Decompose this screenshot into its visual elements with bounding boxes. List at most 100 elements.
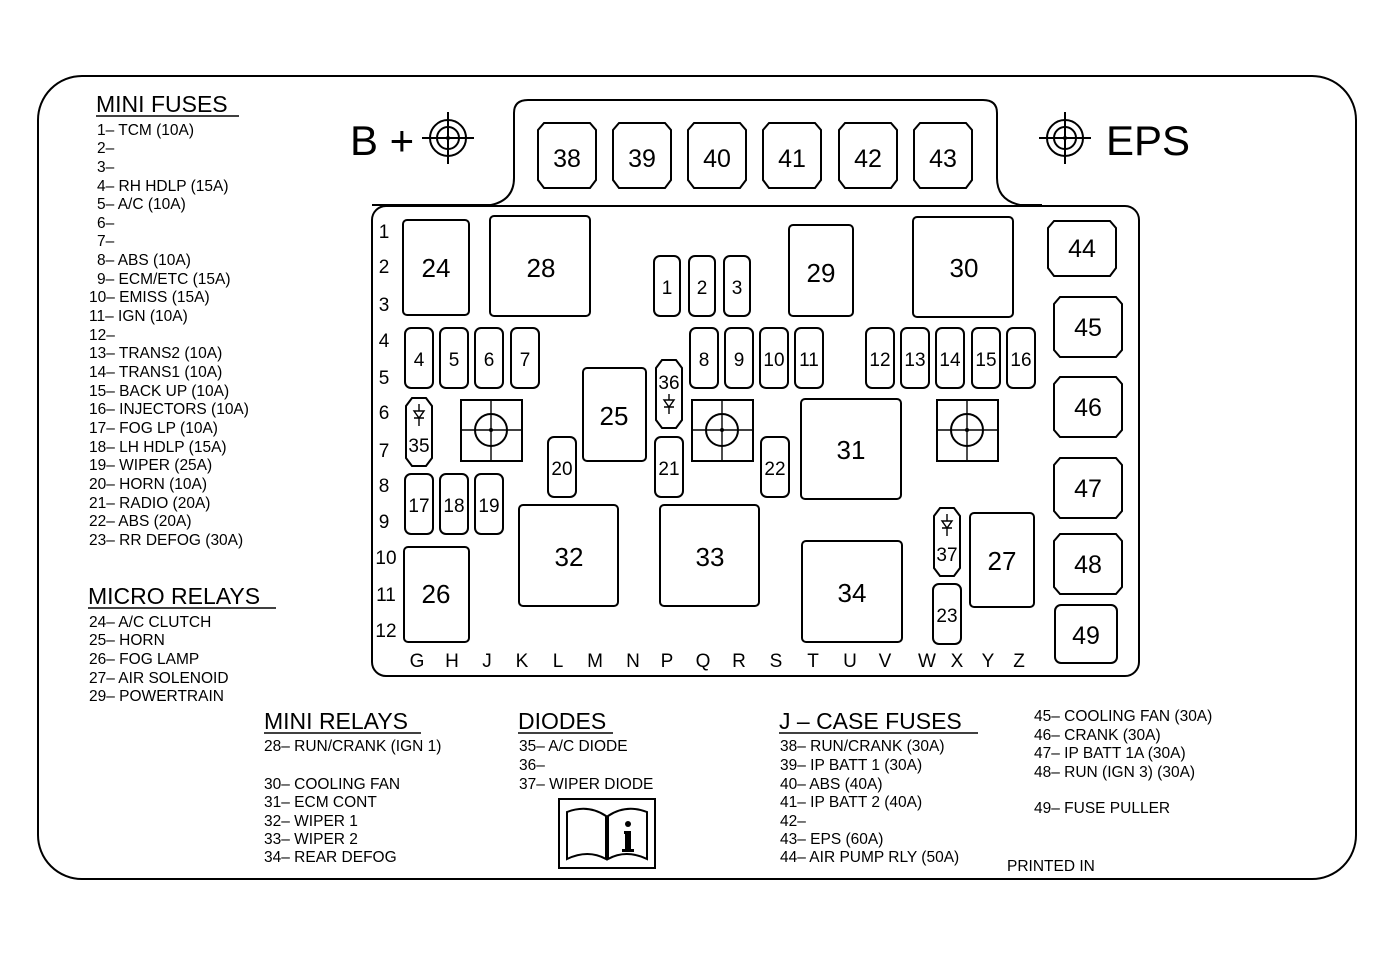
row-label: 10 — [375, 548, 396, 569]
component-20: 20 — [551, 459, 572, 480]
label-outline — [37, 75, 1357, 880]
jcase-tab-outline-right — [513, 99, 1042, 206]
list-item: 10– EMISS (15A) — [89, 289, 210, 306]
list-item: 21– RADIO (20A) — [89, 495, 210, 512]
row-labels: 1 2 3 4 5 6 7 8 9 10 11 12 — [375, 222, 396, 642]
component-16: 16 — [1010, 350, 1031, 371]
list-item: 35– A/C DIODE — [519, 738, 628, 755]
component-27: 27 — [988, 546, 1017, 576]
column-label: G — [410, 651, 425, 672]
micro-relays-section: MICRO RELAYS 24– A/C CLUTCH 25– HORN 26–… — [88, 583, 276, 705]
column-label: T — [807, 651, 819, 672]
column-label: M — [587, 651, 603, 672]
fuse-44-outline — [1047, 220, 1117, 277]
component-34: 34 — [838, 578, 867, 608]
component-44: 44 — [1068, 235, 1096, 263]
list-item: 13– TRANS2 (10A) — [89, 345, 222, 362]
column-label: S — [770, 651, 783, 672]
component-14: 14 — [939, 350, 961, 371]
list-item: 34– REAR DEFOG — [264, 849, 397, 866]
jcase-tab-outline-left — [372, 113, 515, 206]
relay-outlines — [402, 215, 1035, 643]
diode-symbol-icon — [655, 359, 683, 429]
component-40: 40 — [703, 145, 731, 173]
fuse-46-outline — [1053, 376, 1123, 438]
component-30: 30 — [950, 253, 979, 283]
list-item: 15– BACK UP (10A) — [89, 383, 229, 400]
row-label: 6 — [379, 403, 390, 424]
column-label: Q — [696, 651, 711, 672]
list-item: 36– — [519, 757, 545, 774]
component-8: 8 — [699, 350, 710, 371]
component-45: 45 — [1074, 314, 1102, 342]
row-label: 2 — [379, 257, 390, 278]
component-12: 12 — [869, 350, 890, 371]
column-label: R — [732, 651, 746, 672]
component-26: 26 — [422, 579, 451, 609]
component-28: 28 — [527, 253, 556, 283]
column-label: H — [445, 651, 459, 672]
list-item: 47– IP BATT 1A (30A) — [1034, 745, 1186, 762]
mini-relays-heading: MINI RELAYS — [264, 708, 408, 734]
list-item: 9– ECM/ETC (15A) — [97, 271, 231, 288]
component-11: 11 — [799, 350, 819, 371]
stud-terminal-icon — [936, 399, 999, 462]
list-item: 19– WIPER (25A) — [89, 457, 212, 474]
list-item: 39– IP BATT 1 (30A) — [780, 757, 922, 774]
row-label: 7 — [379, 441, 390, 462]
list-item: 37– WIPER DIODE — [519, 776, 653, 793]
list-item: 18– LH HDLP (15A) — [89, 439, 227, 456]
owner-manual-info-icon — [558, 798, 656, 869]
mini-fuses-heading: MINI FUSES — [96, 91, 228, 117]
list-item: 30– COOLING FAN — [264, 776, 400, 793]
component-41: 41 — [778, 145, 806, 173]
list-item: 4– RH HDLP (15A) — [97, 178, 229, 195]
row-label: 8 — [379, 476, 390, 497]
component-5: 5 — [449, 350, 460, 371]
list-item: 45– COOLING FAN (30A) — [1034, 708, 1212, 725]
component-31: 31 — [837, 435, 866, 465]
component-2: 2 — [697, 278, 708, 299]
component-37: 37 — [936, 545, 957, 566]
jcase-fuses-continued: 45– COOLING FAN (30A) 46– CRANK (30A) 47… — [1034, 708, 1212, 817]
eps-label: EPS — [1106, 117, 1190, 164]
column-label: W — [918, 651, 936, 672]
list-item: 38– RUN/CRANK (30A) — [780, 738, 945, 755]
jcase-fuses-section: J – CASE FUSES 38– RUN/CRANK (30A) 39– I… — [779, 708, 978, 866]
list-item: 26– FOG LAMP — [89, 651, 199, 668]
row-label: 4 — [379, 331, 390, 352]
stud-terminal-icon — [691, 399, 754, 462]
component-43: 43 — [929, 145, 957, 173]
row-label: 9 — [379, 512, 390, 533]
list-item: 6– — [97, 215, 115, 232]
list-item: 11– IGN (10A) — [89, 308, 188, 325]
list-item: 27– AIR SOLENOID — [89, 670, 229, 687]
component-23: 23 — [936, 606, 957, 627]
diodes-heading: DIODES — [518, 708, 606, 734]
component-47: 47 — [1074, 475, 1102, 503]
list-item: 14– TRANS1 (10A) — [89, 364, 222, 381]
mini-fuses-section: MINI FUSES 1– TCM (10A) 2– 3– 4– RH HDLP… — [89, 91, 249, 549]
column-label: P — [661, 651, 674, 672]
component-13: 13 — [904, 350, 925, 371]
component-32: 32 — [555, 542, 584, 572]
list-item: 33– WIPER 2 — [264, 831, 358, 848]
list-item: 5– A/C (10A) — [97, 196, 186, 213]
component-10: 10 — [763, 350, 784, 371]
list-item: 43– EPS (60A) — [780, 831, 883, 848]
column-label: V — [879, 651, 892, 672]
fuse-48-outline — [1053, 533, 1123, 595]
list-item: 22– ABS (20A) — [89, 513, 192, 530]
jcase-fuses-heading: J – CASE FUSES — [779, 708, 962, 734]
list-item: 17– FOG LP (10A) — [89, 420, 218, 437]
printed-in-label: PRINTED IN — [1007, 858, 1095, 875]
component-24: 24 — [422, 253, 451, 283]
component-36: 36 — [658, 373, 679, 394]
list-item: 3– — [97, 159, 115, 176]
list-item: 25– HORN — [89, 632, 165, 649]
component-19: 19 — [478, 496, 499, 517]
fuse-grid-outline — [371, 205, 1140, 677]
component-7: 7 — [520, 350, 531, 371]
component-15: 15 — [975, 350, 996, 371]
list-item: 49– FUSE PULLER — [1034, 800, 1170, 817]
